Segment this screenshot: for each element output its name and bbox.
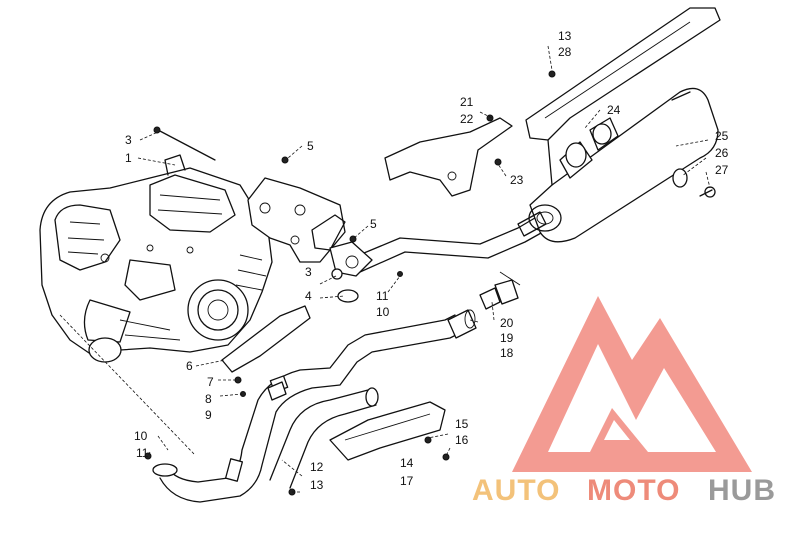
callout-12: 12	[310, 460, 324, 474]
callout-16: 16	[455, 433, 469, 447]
callout-5-lower: 5	[370, 217, 377, 231]
callout-6: 6	[186, 359, 193, 373]
muffler-heat-shield	[525, 7, 721, 186]
callout-13-lower: 13	[310, 478, 324, 492]
callout-4: 4	[305, 289, 312, 303]
pipe-coupler	[447, 309, 477, 339]
callout-7: 7	[207, 375, 214, 389]
callout-28: 28	[558, 45, 572, 59]
end-cap-parts	[672, 168, 716, 198]
callout-20: 20	[500, 316, 514, 330]
callout-11-lower: 11	[136, 446, 149, 460]
callout-22: 22	[460, 112, 474, 126]
callout-19: 19	[500, 331, 514, 345]
callout-11-upper: 11	[376, 289, 389, 303]
callout-24: 24	[607, 103, 621, 117]
watermark-logo	[512, 296, 752, 472]
callout-9: 9	[205, 408, 212, 422]
muffler	[517, 87, 719, 243]
rear-heat-shield	[329, 401, 446, 461]
mid-pipe	[269, 387, 379, 489]
callout-18: 18	[500, 346, 514, 360]
callout-2: 3	[125, 133, 132, 147]
callout-10-upper: 10	[376, 305, 390, 319]
callout-1: 1	[125, 151, 132, 165]
engine-mount-bracket	[247, 177, 346, 263]
bolt-long	[153, 126, 216, 161]
watermark-text-moto: MOTO	[587, 474, 680, 507]
callout-27: 27	[715, 163, 729, 177]
muffler-support-bracket	[384, 117, 513, 197]
callout-labels: 1 3 3 4 5 5 6 7 8 9 10 10 11 11 12 13 13…	[125, 29, 729, 492]
callout-21: 21	[460, 95, 474, 109]
callout-17: 17	[400, 474, 414, 488]
callout-25: 25	[715, 129, 729, 143]
engine-assembly	[39, 154, 273, 363]
exhaust-gasket	[479, 271, 521, 310]
callout-15: 15	[455, 417, 469, 431]
callout-3: 3	[305, 265, 312, 279]
leader-lines	[59, 45, 711, 493]
callout-8: 8	[205, 392, 212, 406]
watermark-text-auto: AUTO	[472, 474, 560, 507]
callout-13-upper: 13	[558, 29, 572, 43]
heat-shield-front	[221, 305, 311, 373]
header-pipe	[152, 314, 461, 503]
watermark-text-hub: HUB	[708, 474, 776, 507]
callout-5-upper: 5	[307, 139, 314, 153]
callout-10-lower: 10	[134, 429, 148, 443]
callout-14: 14	[400, 456, 414, 470]
callout-23: 23	[510, 173, 524, 187]
muffler-inlet-pipe	[329, 211, 551, 277]
callout-26: 26	[715, 146, 729, 160]
